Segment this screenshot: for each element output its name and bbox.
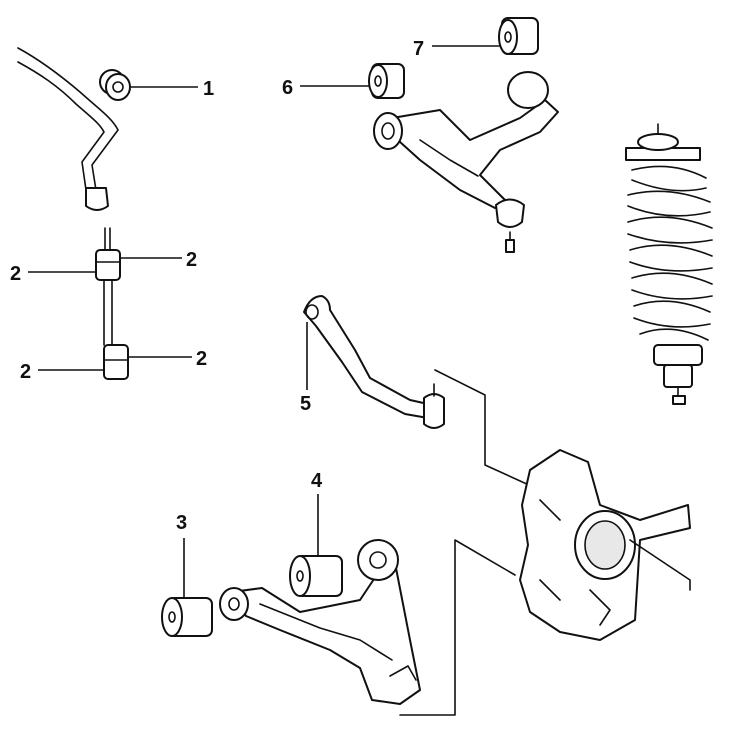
callout-6: 6: [282, 77, 293, 99]
callout-7: 7: [413, 38, 424, 60]
upper-arm-rear-bushing: [498, 17, 539, 55]
callout-5: 5: [300, 393, 311, 415]
steering-knuckle: [519, 449, 691, 641]
upper-arm-front-bushing: [368, 63, 405, 99]
lower-arm-front-bushing: [161, 597, 213, 637]
callout-4: 4: [311, 470, 323, 492]
callout-2c: 2: [20, 361, 31, 383]
callout-2b: 2: [186, 249, 197, 271]
assembly-guide-line-lower: [399, 539, 691, 716]
callout-3: 3: [176, 512, 187, 534]
callout-1: 1: [203, 78, 214, 100]
coil-spring-strut: [625, 123, 713, 405]
stabilizer-bushing: [99, 69, 131, 101]
callout-2d: 2: [196, 348, 207, 370]
upper-control-arm: [373, 71, 559, 253]
lateral-arm: [303, 295, 445, 429]
stabilizer-link: [95, 227, 129, 380]
lower-control-arm: [219, 539, 421, 705]
stabilizer-bar: [17, 47, 119, 211]
lower-arm-rear-bushing: [289, 555, 343, 597]
assembly-guide-line-upper: [434, 369, 541, 491]
callout-2a: 2: [10, 263, 21, 285]
